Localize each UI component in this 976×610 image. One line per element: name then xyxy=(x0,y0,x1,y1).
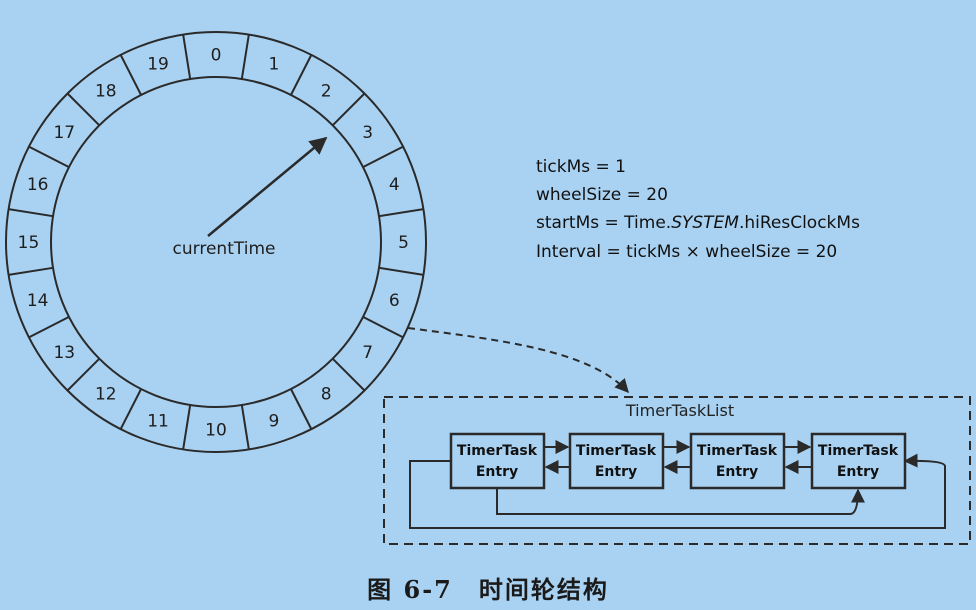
slot-divider xyxy=(182,404,192,450)
wheel-slot-label: 7 xyxy=(362,343,373,363)
wheel-slot-label: 18 xyxy=(95,81,117,101)
slot-divider xyxy=(362,316,404,339)
wheel-slot-label: 10 xyxy=(205,421,227,441)
slot-divider xyxy=(290,54,313,96)
entry-label-line2: Entry xyxy=(595,464,637,480)
wheel-slot-label: 14 xyxy=(27,291,49,311)
entry-label-line1: TimerTask xyxy=(576,443,657,459)
wheel-slot-label: 19 xyxy=(147,55,169,75)
wheel-slot-label: 17 xyxy=(53,123,75,143)
entry-label-line2: Entry xyxy=(837,464,879,480)
param-startms: startMs = Time.SYSTEM.hiResClockMs xyxy=(536,213,860,233)
param-tickms: tickMs = 1 xyxy=(536,157,626,177)
slot-divider xyxy=(66,92,101,127)
entry-label-line1: TimerTask xyxy=(457,443,538,459)
wheel-parameters: tickMs = 1 wheelSize = 20 startMs = Time… xyxy=(536,157,860,262)
slot-divider xyxy=(28,316,70,339)
wheel-slot-label: 3 xyxy=(362,123,373,143)
slot-divider xyxy=(182,34,192,80)
slot-divider xyxy=(66,357,101,392)
slot-divider xyxy=(8,208,54,218)
timer-task-list-border xyxy=(383,396,971,545)
entry-label-line1: TimerTask xyxy=(697,443,778,459)
slot-divider xyxy=(119,54,142,96)
timer-task-entry: TimerTask Entry xyxy=(568,432,665,490)
timer-task-entry: TimerTask Entry xyxy=(810,432,907,490)
wheel-slot-label: 1 xyxy=(269,55,280,75)
wheel-slot-label: 13 xyxy=(53,343,75,363)
slot-divider xyxy=(28,145,70,168)
slot-divider xyxy=(378,208,424,218)
slot-divider xyxy=(119,388,142,430)
current-time-pointer xyxy=(207,136,328,237)
entry-label-line2: Entry xyxy=(476,464,518,480)
wheel-slot-label: 5 xyxy=(398,233,409,253)
timer-task-entry: TimerTask Entry xyxy=(449,432,546,490)
wheel-slot-label: 4 xyxy=(389,175,400,195)
wheel-slot-label: 8 xyxy=(321,385,332,405)
slot-divider xyxy=(240,404,250,450)
wheel-slot-label: 0 xyxy=(211,46,222,66)
slot-to-list-connector xyxy=(407,327,629,394)
figure-caption: 图 6-7 时间轮结构 xyxy=(367,575,609,604)
param-wheelsize: wheelSize = 20 xyxy=(536,185,668,205)
current-time-label: currentTime xyxy=(173,239,276,259)
wheel-slot-label: 6 xyxy=(389,291,400,311)
slot-divider xyxy=(240,34,250,80)
wrap-link-inner xyxy=(496,488,865,515)
entry-label-line2: Entry xyxy=(716,464,758,480)
slot-divider xyxy=(331,92,366,127)
wheel-slot-label: 11 xyxy=(147,411,169,431)
wheel-slot-label: 9 xyxy=(269,411,280,431)
timer-task-list-title: TimerTaskList xyxy=(625,401,734,420)
wheel-slot-label: 16 xyxy=(27,175,49,195)
entry-links xyxy=(544,440,812,474)
param-interval: Interval = tickMs × wheelSize = 20 xyxy=(536,242,837,262)
slot-divider xyxy=(331,357,366,392)
slot-divider xyxy=(362,145,404,168)
wrap-link-outer xyxy=(409,453,946,529)
slot-divider xyxy=(378,266,424,276)
entry-label-line1: TimerTask xyxy=(818,443,899,459)
timer-task-entry: TimerTask Entry xyxy=(689,432,786,490)
timer-task-list: TimerTaskList TimerTask Entry TimerTask … xyxy=(383,396,971,545)
slot-divider xyxy=(290,388,313,430)
wheel-slot-label: 15 xyxy=(18,233,40,253)
slot-divider xyxy=(8,266,54,276)
wheel-slot-label: 2 xyxy=(321,81,332,101)
wheel-slot-label: 12 xyxy=(95,385,117,405)
